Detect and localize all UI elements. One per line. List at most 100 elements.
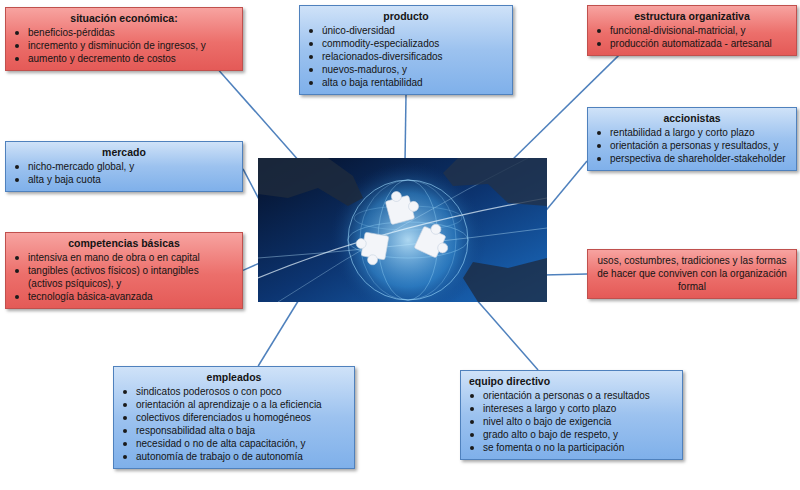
bullet-item: se fomenta o no la participación — [469, 441, 674, 454]
bullet-text: grado alto o bajo de respeto, y — [483, 428, 674, 441]
bullet-item: perspectiva de shareholder-stakeholder — [596, 152, 788, 165]
bullet-text: producción automatizada - artesanal — [610, 37, 788, 50]
bullet-text: tecnología básica-avanzada — [28, 290, 234, 303]
bullet-dot — [15, 295, 19, 299]
bullet-item: commodity-especializados — [308, 37, 504, 50]
bullet-dot — [470, 433, 474, 437]
hand-silhouette — [463, 258, 547, 302]
topic-box: accionistasrentabilidad a largo y corto … — [587, 107, 797, 171]
topic-box: empleadossindicatos poderosos o con poco… — [113, 366, 355, 469]
bullet-item: relacionados-diversificados — [308, 50, 504, 63]
hand-silhouette — [443, 158, 547, 206]
leader-line — [543, 161, 587, 214]
bullet-text: responsabilidad alta o baja — [136, 424, 346, 437]
bullet-text: nicho-mercado global, y — [28, 160, 234, 173]
box-heading: mercado — [14, 146, 234, 160]
bullet-item: único-diversidad — [308, 24, 504, 37]
bullet-dot — [123, 416, 127, 420]
bullet-item: alta o baja rentabilidad — [308, 76, 504, 89]
box-heading: producto — [308, 10, 504, 24]
bullet-dot — [15, 31, 19, 35]
topic-box: productoúnico-diversidadcommodity-especi… — [299, 5, 513, 95]
leader-line — [405, 95, 406, 162]
bullet-text: perspectiva de shareholder-stakeholder — [610, 152, 788, 165]
puzzle-body — [414, 226, 446, 258]
box-heading: competencias básicas — [14, 237, 234, 251]
light-streak — [258, 228, 547, 258]
puzzle-piece — [414, 220, 455, 261]
bullet-item: colectivos diferenciados u homogéneos — [122, 411, 346, 424]
bullet-text: beneficios-pérdidas — [28, 26, 234, 39]
bullet-text: único-diversidad — [322, 24, 504, 37]
bullet-text: tangibles (activos físicos) o intangible… — [28, 264, 234, 290]
puzzle-piece — [383, 187, 421, 225]
box-heading: situación económica: — [14, 12, 234, 26]
bullet-dot — [15, 256, 19, 260]
bullet-dot — [309, 55, 313, 59]
bullet-item: rentabilidad a largo y corto plazo — [596, 126, 788, 139]
leader-line — [543, 274, 587, 275]
bullet-item: incremento y disminución de ingresos, y — [14, 39, 234, 52]
bullet-item: autonomía de trabajo o de autonomía — [122, 450, 346, 463]
bullet-item: tangibles (activos físicos) o intangible… — [14, 264, 234, 290]
bullet-dot — [123, 429, 127, 433]
box-text: usos, costumbres, tradiciones y las form… — [596, 254, 788, 293]
bullet-item: responsabilidad alta o baja — [122, 424, 346, 437]
box-heading: empleados — [122, 371, 346, 385]
bullet-dot — [15, 165, 19, 169]
bullet-item: nicho-mercado global, y — [14, 160, 234, 173]
puzzle-knob — [390, 190, 402, 202]
bullet-dot — [15, 269, 19, 273]
bullet-text: orientación al aprendizaje o a la eficie… — [136, 398, 346, 411]
leader-line — [258, 298, 300, 366]
hand-silhouette — [258, 158, 363, 206]
bullet-item: nivel alto o bajo de exigencia — [469, 415, 674, 428]
bullet-dot — [123, 455, 127, 459]
bullet-dot — [309, 68, 313, 72]
bullet-item: tecnología básica-avanzada — [14, 290, 234, 303]
bullet-dot — [470, 394, 474, 398]
bullet-item: beneficios-pérdidas — [14, 26, 234, 39]
bullet-dot — [123, 390, 127, 394]
bullet-dot — [597, 29, 601, 33]
box-heading: equipo directivo — [469, 375, 674, 389]
bullet-text: colectivos diferenciados u homogéneos — [136, 411, 346, 424]
box-heading: estructura organizativa — [596, 10, 788, 24]
box-heading: accionistas — [596, 112, 788, 126]
bullet-item: producción automatizada - artesanal — [596, 37, 788, 50]
bullet-dot — [309, 81, 313, 85]
bullet-dot — [597, 42, 601, 46]
bullet-item: necesidad o no de alta capacitación, y — [122, 437, 346, 450]
bullet-text: se fomenta o no la participación — [483, 441, 674, 454]
bullet-text: relacionados-diversificados — [322, 50, 504, 63]
topic-box: mercadonicho-mercado global, yalta y baj… — [5, 141, 243, 192]
bullet-text: intereses a largo y corto plazo — [483, 402, 674, 415]
bullet-dot — [123, 403, 127, 407]
globe-meridian — [360, 180, 456, 300]
topic-box: equipo directivoorientación a personas o… — [460, 370, 683, 460]
bullet-item: grado alto o bajo de respeto, y — [469, 428, 674, 441]
bullet-text: nuevos-maduros, y — [322, 63, 504, 76]
bullet-text: nivel alto o bajo de exigencia — [483, 415, 674, 428]
bullet-text: rentabilidad a largo y corto plazo — [610, 126, 788, 139]
puzzle-knob — [367, 254, 379, 266]
bullet-dot — [15, 44, 19, 48]
bullet-text: aumento y decremento de costos — [28, 52, 234, 65]
bullet-dot — [470, 420, 474, 424]
globe-illustration — [258, 158, 547, 302]
bullet-item: orientación al aprendizaje o a la eficie… — [122, 398, 346, 411]
bullet-text: alta o baja rentabilidad — [322, 76, 504, 89]
bullet-text: necesidad o no de alta capacitación, y — [136, 437, 346, 450]
bullet-item: alta y baja cuota — [14, 173, 234, 186]
bullet-dot — [597, 131, 601, 135]
topic-box: competencias básicasintensiva en mano de… — [5, 232, 243, 309]
bullet-text: orientación a personas y resultados, y — [610, 139, 788, 152]
topic-box: usos, costumbres, tradiciones y las form… — [587, 249, 797, 299]
puzzle-knob — [429, 223, 442, 236]
puzzle-knob — [407, 200, 419, 212]
bullet-text: orientación a personas o a resultados — [483, 389, 674, 402]
bullet-item: aumento y decremento de costos — [14, 52, 234, 65]
bullet-dot — [123, 442, 127, 446]
bullet-dot — [597, 144, 601, 148]
